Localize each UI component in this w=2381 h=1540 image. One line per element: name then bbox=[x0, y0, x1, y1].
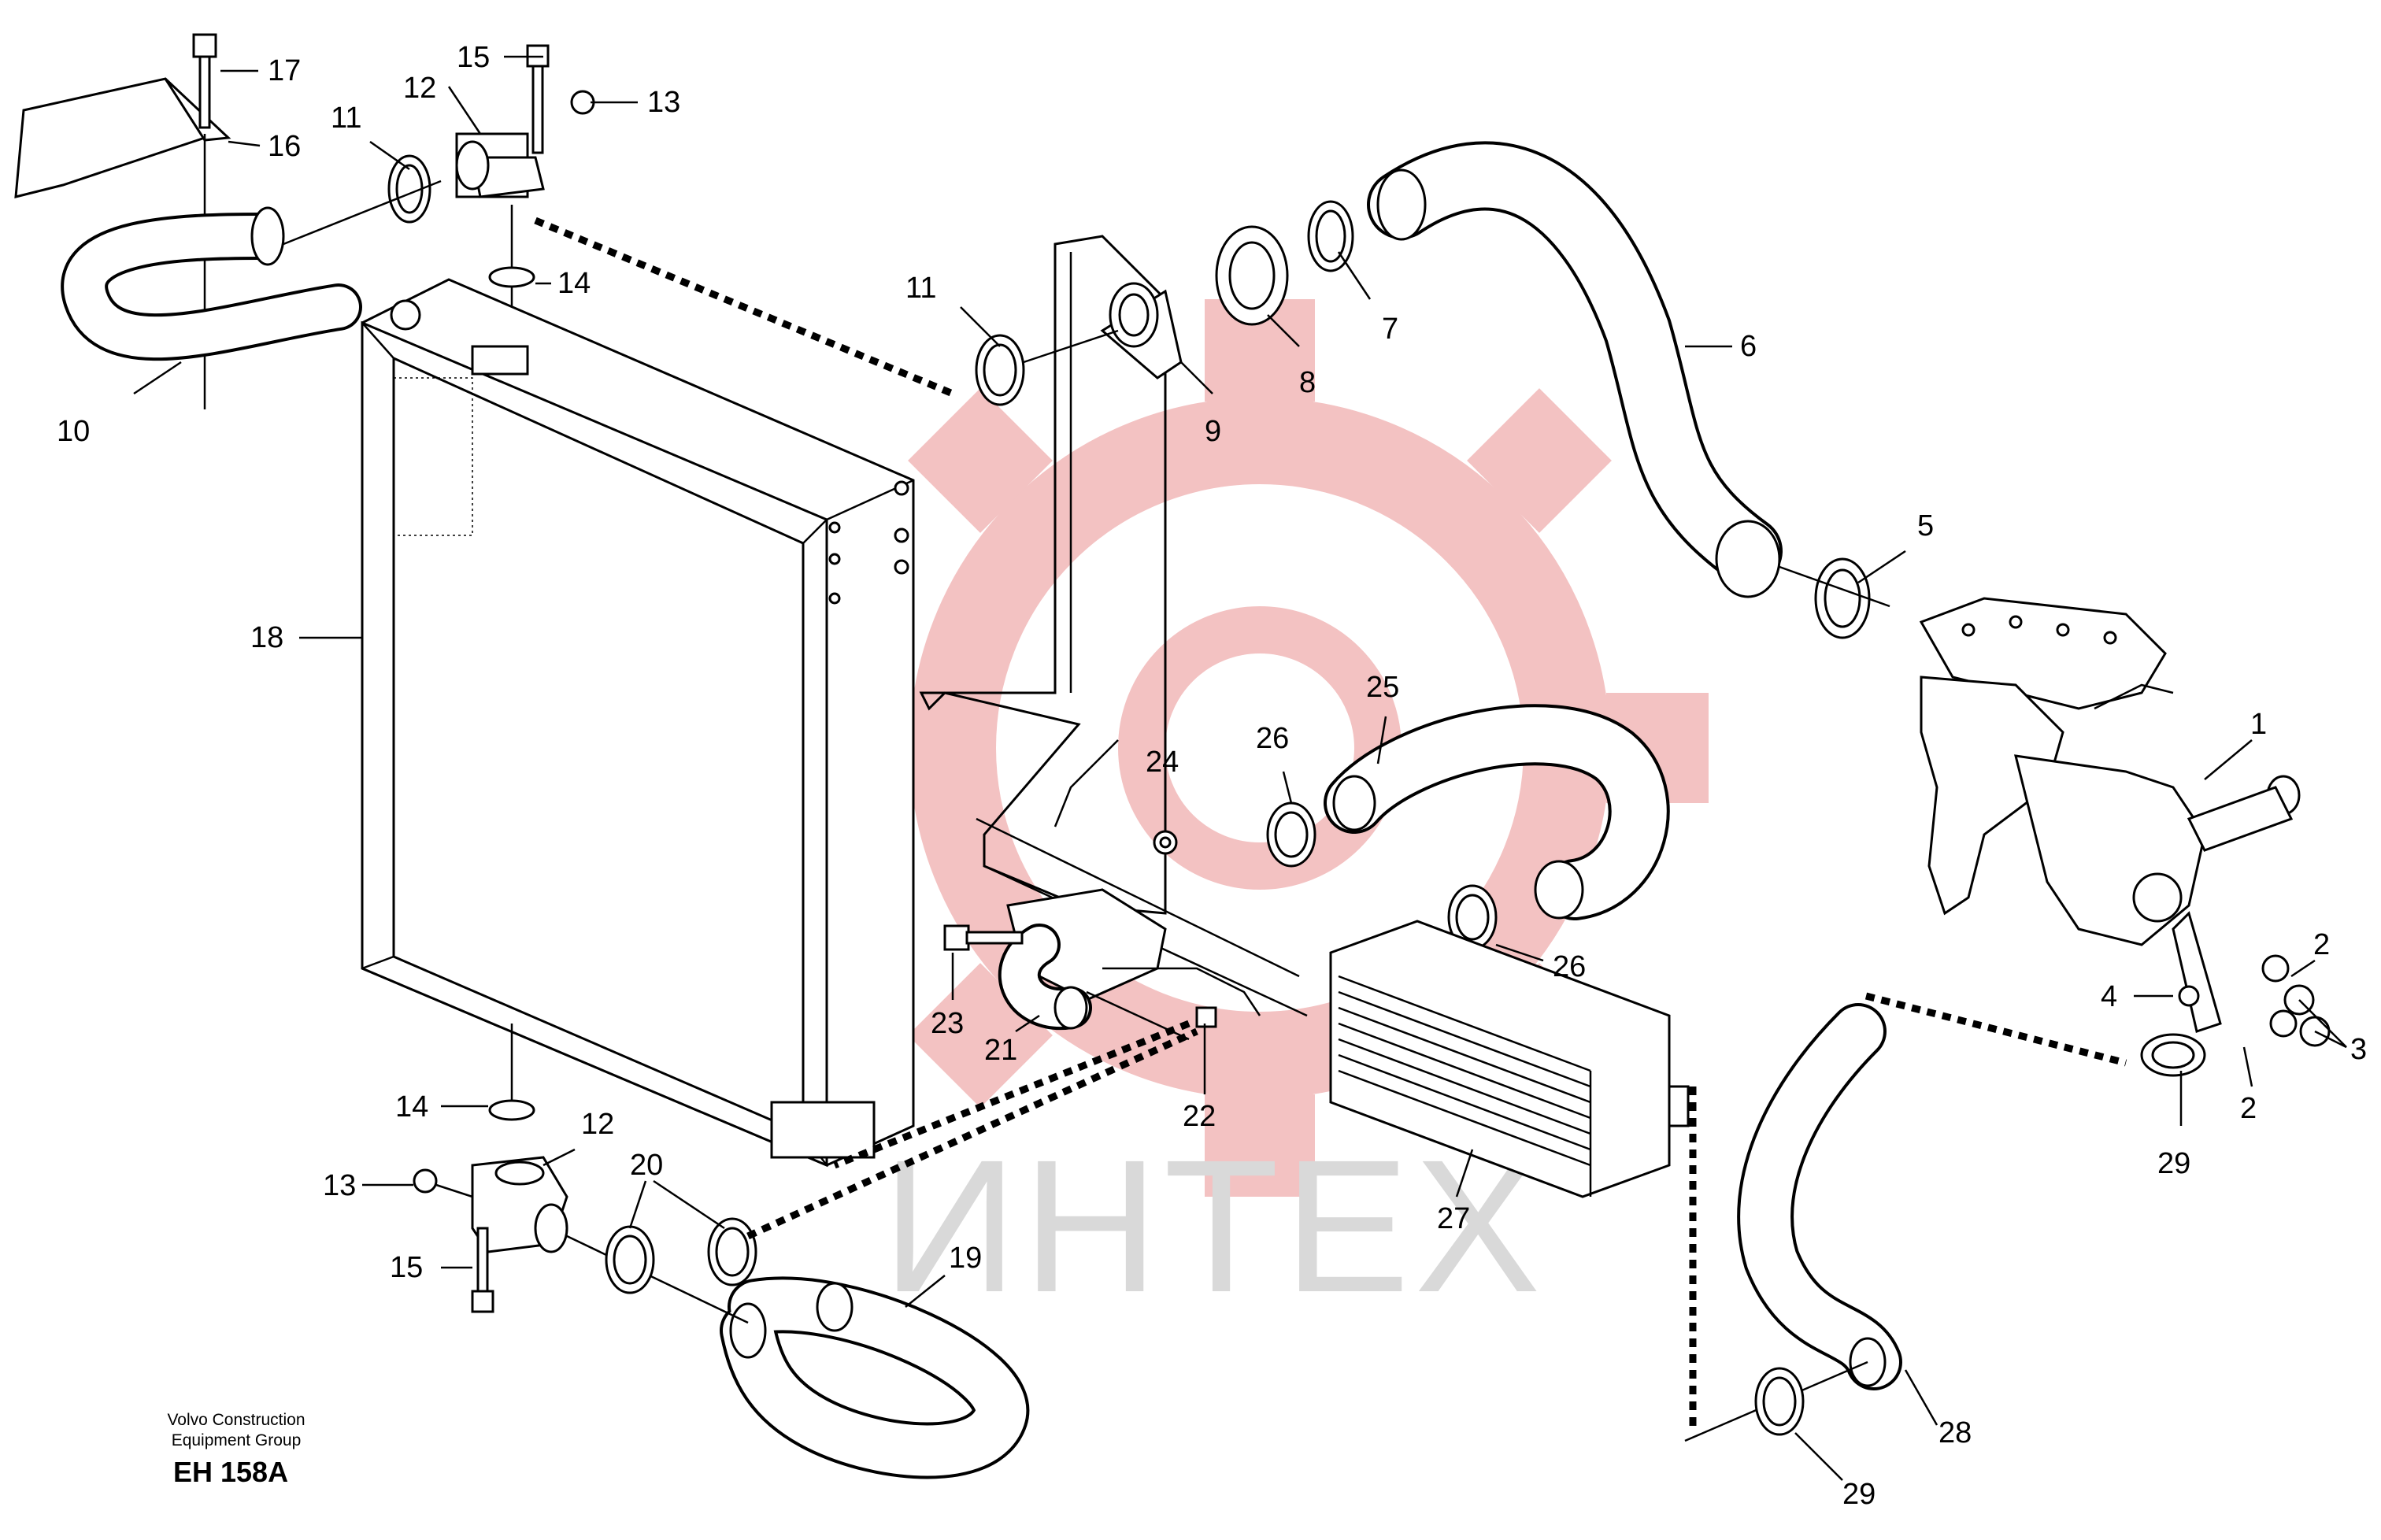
callout-11-upper: 11 bbox=[905, 272, 936, 305]
watermark-text: ИНТЕХ bbox=[882, 1120, 1546, 1331]
callout-21: 21 bbox=[984, 1034, 1017, 1067]
upper-radiator-hose bbox=[61, 134, 362, 409]
callout-27: 27 bbox=[1437, 1202, 1470, 1235]
thermostat-housing-top bbox=[455, 44, 595, 362]
hose-clamp-11-upper bbox=[975, 329, 1119, 406]
hose-25 bbox=[1324, 704, 1670, 920]
hose-clamp-26-left bbox=[1266, 801, 1316, 868]
oil-cooler bbox=[1329, 920, 1690, 1198]
callout-5: 5 bbox=[1917, 509, 1934, 542]
callout-12: 12 bbox=[403, 72, 436, 105]
hose-clamp-29-upper bbox=[2140, 1033, 2206, 1077]
callout-10: 10 bbox=[57, 415, 90, 448]
o-ring-top bbox=[488, 266, 535, 288]
callout-22: 22 bbox=[1183, 1100, 1216, 1133]
callout-26-right: 26 bbox=[1553, 950, 1586, 983]
figure-code: EH 158A bbox=[173, 1456, 288, 1488]
callout-16: 16 bbox=[268, 130, 301, 163]
dashed-connections bbox=[534, 217, 2127, 1433]
figure-footer: Volvo Construction Equipment Group EH 15… bbox=[167, 1411, 305, 1488]
callout-15-lower: 15 bbox=[390, 1251, 423, 1284]
callout-2-lower: 2 bbox=[2240, 1092, 2257, 1125]
callout-9: 9 bbox=[1205, 415, 1221, 448]
bolt-top-left bbox=[192, 33, 217, 129]
hose-6 bbox=[1367, 141, 1783, 598]
lower-thermostat-housing bbox=[413, 1024, 568, 1313]
callout-24: 24 bbox=[1146, 746, 1179, 779]
fan-shroud-panel bbox=[919, 235, 1308, 1017]
callout-6: 6 bbox=[1740, 330, 1757, 363]
hose-clamp-top-left bbox=[283, 154, 442, 246]
callout-8: 8 bbox=[1299, 366, 1316, 399]
engine-water-pump bbox=[1919, 597, 2301, 1033]
company-name-line2: Equipment Group bbox=[172, 1431, 302, 1449]
callout-4: 4 bbox=[2101, 980, 2117, 1013]
mounting-bracket bbox=[14, 77, 231, 198]
hose-clamp-29-lower bbox=[1754, 1367, 1805, 1436]
washer-24 bbox=[1153, 830, 1178, 855]
company-name-line1: Volvo Construction bbox=[167, 1411, 305, 1429]
callout-26-left: 26 bbox=[1256, 722, 1289, 755]
hose-clamp-7 bbox=[1307, 200, 1354, 272]
callout-19: 19 bbox=[949, 1242, 982, 1275]
callout-1: 1 bbox=[2250, 708, 2267, 741]
callout-13: 13 bbox=[647, 86, 680, 119]
hose-28 bbox=[1684, 1003, 1902, 1442]
callout-15: 15 bbox=[457, 41, 490, 74]
callout-20: 20 bbox=[630, 1149, 663, 1182]
callout-13-lower: 13 bbox=[323, 1169, 356, 1202]
seal-ring bbox=[1215, 225, 1289, 326]
callout-11: 11 bbox=[331, 102, 361, 135]
hose-clamp-20-right bbox=[707, 1217, 757, 1286]
callout-14: 14 bbox=[557, 267, 591, 300]
inlet-neck bbox=[1100, 282, 1183, 379]
callout-3: 3 bbox=[2350, 1033, 2367, 1066]
radiator bbox=[361, 278, 915, 1168]
hose-clamp-5 bbox=[1779, 557, 1890, 639]
callout-17: 17 bbox=[268, 54, 301, 87]
callout-12-lower: 12 bbox=[581, 1108, 614, 1141]
lower-radiator-hose bbox=[566, 1235, 1029, 1479]
callout-28: 28 bbox=[1938, 1416, 1972, 1449]
leader-lines bbox=[133, 55, 2347, 1481]
callout-18: 18 bbox=[250, 621, 283, 654]
callout-29-upper: 29 bbox=[2157, 1147, 2190, 1180]
callout-14-lower: 14 bbox=[395, 1090, 428, 1124]
callout-29-lower: 29 bbox=[1842, 1478, 1876, 1511]
hose-clamp-20-left bbox=[605, 1225, 655, 1294]
callout-25: 25 bbox=[1366, 671, 1399, 704]
callout-labels: 17 15 12 13 11 16 14 10 11 9 8 7 6 5 18 … bbox=[57, 41, 2367, 1511]
callout-23: 23 bbox=[931, 1007, 964, 1040]
callout-7: 7 bbox=[1382, 313, 1398, 346]
callout-2-upper: 2 bbox=[2313, 928, 2330, 961]
